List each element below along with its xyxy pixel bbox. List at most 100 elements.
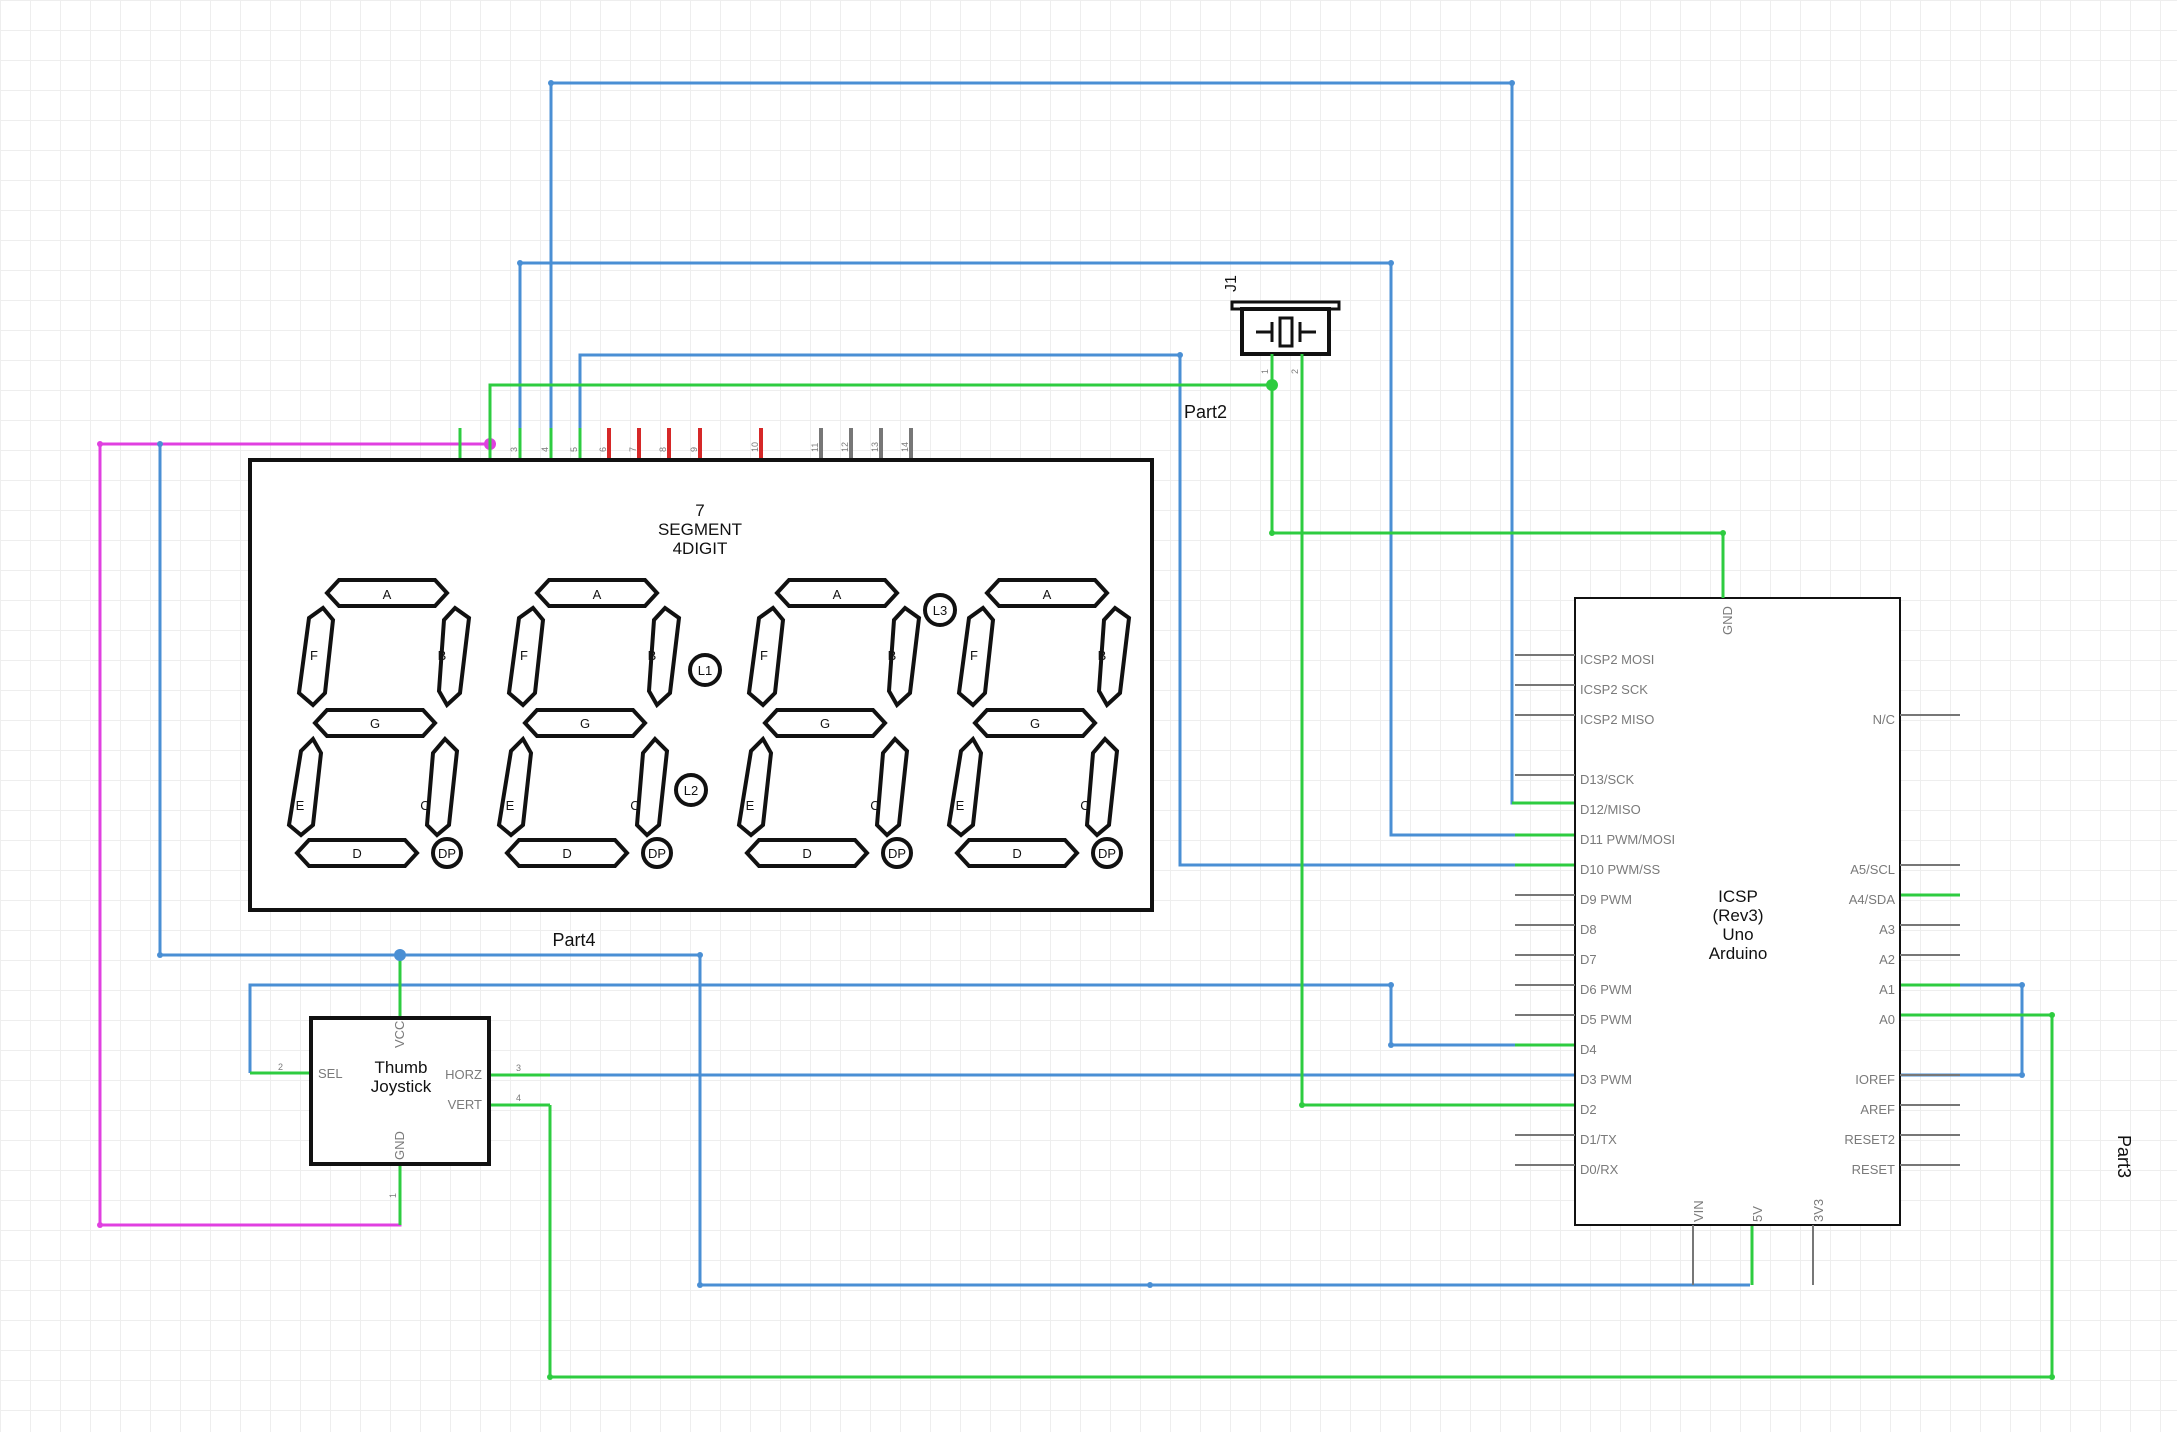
joystick-title-1: Thumb (375, 1058, 428, 1077)
small-pin-number: 5 (569, 447, 579, 452)
arduino-pin-label: A5/SCL (1850, 862, 1895, 877)
junction-dot (157, 441, 163, 447)
crystal-icon (1256, 316, 1316, 348)
digit-3: A B F G E C D DP (737, 578, 921, 869)
arduino-pin-label: A4/SDA (1849, 892, 1896, 907)
small-pin-number: 12 (840, 442, 850, 452)
seven-segment-display[interactable]: 3 4 5 6 7 8 9 10 11 12 13 14 1 2 3 4 5 6… (248, 428, 1154, 950)
arduino-pin-label: D3 PWM (1580, 1072, 1632, 1087)
joystick-pin-sel: SEL (318, 1066, 343, 1081)
arduino-title: (Rev3) (1712, 906, 1763, 925)
seg-label-a: A (383, 587, 392, 602)
junction-dot (2019, 982, 2025, 988)
seg-label-d: D (352, 846, 361, 861)
junction-dot (1388, 260, 1394, 266)
seg-label-e: E (746, 798, 755, 813)
junction-dot-vcc (394, 949, 406, 961)
arduino-pin-label: D8 (1580, 922, 1597, 937)
seg-label-a: A (593, 587, 602, 602)
seg-label-b: B (888, 648, 897, 663)
seg-label-e: E (296, 798, 305, 813)
display-part-label: Part4 (552, 930, 595, 950)
dp-label: DP (1098, 846, 1116, 861)
joystick-pin-gnd: GND (392, 1131, 407, 1160)
arduino-uno[interactable]: GND (1515, 560, 2134, 1285)
seg-label-b: B (1098, 648, 1107, 663)
buzzer-j1[interactable]: J1 1 2 Part2 (1184, 275, 1341, 422)
arduino-pin-label: D10 PWM/SS (1580, 862, 1661, 877)
display-title-1: 7 (695, 501, 704, 520)
junction-dot (1509, 80, 1515, 86)
arduino-pin-label: ICSP2 SCK (1580, 682, 1648, 697)
arduino-pin-label: A2 (1879, 952, 1895, 967)
small-pin-number: 4 (540, 447, 550, 452)
junction-dot (547, 1374, 553, 1380)
seg-label-c: C (420, 798, 429, 813)
arduino-pin-label: D12/MISO (1580, 802, 1641, 817)
joystick-pin-num: 2 (278, 1062, 283, 1072)
junction-dot (697, 952, 703, 958)
junction-dot (548, 80, 554, 86)
junction-dot (1388, 1042, 1394, 1048)
junction-dot (1388, 982, 1394, 988)
arduino-pin-label: ICSP2 MISO (1580, 712, 1654, 727)
seg-label-f: F (760, 648, 768, 663)
junction-dot (1269, 530, 1275, 536)
seg-label-c: C (870, 798, 879, 813)
digit-4: A B F G E C D DP (947, 578, 1131, 869)
junction-dot (2019, 1072, 2025, 1078)
led-l2-label: L2 (684, 783, 698, 798)
seg-label-b: B (648, 648, 657, 663)
arduino-pin-label: A0 (1879, 1012, 1895, 1027)
joystick-pin-vert: VERT (448, 1097, 482, 1112)
junction-dot (1177, 352, 1183, 358)
arduino-pin-label: D1/TX (1580, 1132, 1617, 1147)
seg-label-e: E (956, 798, 965, 813)
junction-dot (1147, 1282, 1153, 1288)
wires (97, 80, 2055, 1380)
arduino-pin-label: N/C (1873, 712, 1895, 727)
display-title-2: SEGMENT (658, 520, 742, 539)
joystick-title-2: Joystick (371, 1077, 432, 1096)
buzzer-part-label: Part2 (1184, 402, 1227, 422)
led-l2 (674, 773, 708, 807)
arduino-pin-label: VIN (1691, 1200, 1706, 1222)
junction-dot (2049, 1012, 2055, 1018)
seg-label-e: E (506, 798, 515, 813)
arduino-pin-label: D7 (1580, 952, 1597, 967)
led-l1 (688, 653, 722, 687)
junction-dot (97, 1222, 103, 1228)
seg-label-f: F (310, 648, 318, 663)
dp-label: DP (648, 846, 666, 861)
junction-dot (97, 441, 103, 447)
joystick-pin-num: 1 (388, 1193, 398, 1198)
arduino-pin-label: D0/RX (1580, 1162, 1619, 1177)
arduino-pin-label: ICSP2 MOSI (1580, 652, 1654, 667)
dp-label: DP (438, 846, 456, 861)
arduino-pin-label: D11 PWM/MOSI (1580, 832, 1675, 847)
small-pin-number: 13 (870, 442, 880, 452)
led-l3-label: L3 (933, 603, 947, 618)
wire-buzzer-gnd[interactable] (488, 383, 1725, 598)
wire-buzzer-d2[interactable] (1300, 357, 1515, 1107)
small-pin-number: 8 (658, 447, 668, 452)
arduino-body (1574, 597, 1901, 1226)
arduino-pin-label: D9 PWM (1580, 892, 1632, 907)
arduino-title: Uno (1722, 925, 1753, 944)
seg-label-c: C (1080, 798, 1089, 813)
buzzer-pin-2-label: 2 (1290, 369, 1300, 374)
thumb-joystick[interactable]: Thumb Joystick VCC SEL HORZ VERT GND 2 3… (278, 1016, 521, 1198)
buzzer-pin-1-label: 1 (1260, 369, 1270, 374)
seg-label-b: B (438, 648, 447, 663)
wire-horz-a1[interactable] (550, 983, 2024, 1077)
arduino-title: Arduino (1709, 944, 1768, 963)
arduino-pin-label: A3 (1879, 922, 1895, 937)
buzzer-ref: J1 (1223, 275, 1240, 292)
arduino-pin-label: A1 (1879, 982, 1895, 997)
arduino-gnd-label: GND (1720, 606, 1735, 635)
arduino-part-label: Part3 (2114, 1135, 2134, 1178)
seg-label-g: G (580, 716, 590, 731)
junction-dot (1299, 1102, 1305, 1108)
seg-label-f: F (970, 648, 978, 663)
